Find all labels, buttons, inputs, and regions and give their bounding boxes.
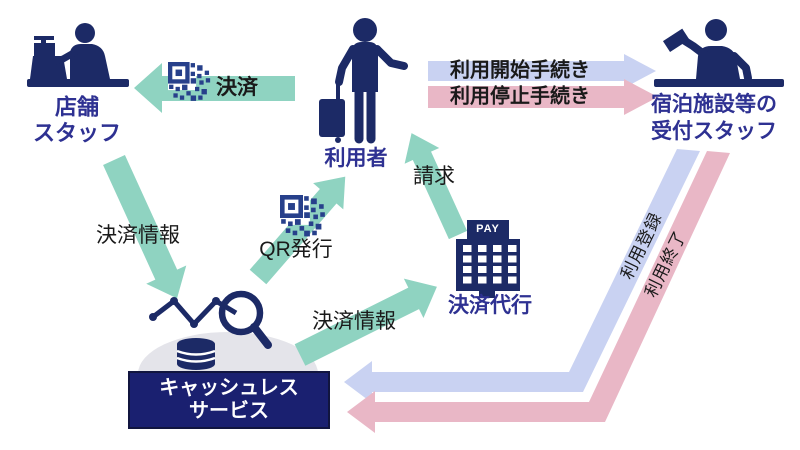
qr-code-issue-icon xyxy=(280,195,325,237)
arrow-billing xyxy=(404,133,468,240)
cashless-service-box: キャッシュレス サービス xyxy=(128,371,330,429)
store-staff-label-line2: スタッフ xyxy=(32,120,122,146)
cashier-icon xyxy=(27,23,129,87)
cashless-service-label-line2: サービス xyxy=(189,400,269,422)
user-label: 利用者 xyxy=(324,146,388,170)
arrow-usage-end xyxy=(347,151,730,433)
reception-label-line2: 受付スタッフ xyxy=(651,119,777,143)
arrow-usage-register xyxy=(344,149,700,403)
traveler-icon xyxy=(319,18,408,144)
arrow-payment-info-store xyxy=(103,155,187,299)
flow-qr-issue-label: QR発行 xyxy=(259,237,333,261)
arrow-payment-info-agent xyxy=(294,278,437,366)
payment-agent-label: 決済代行 xyxy=(448,293,532,317)
arrow-usage-stop xyxy=(428,79,658,115)
qr-code-payment-icon xyxy=(168,62,211,101)
cashless-service-label-line1: キャッシュレス xyxy=(159,377,299,399)
flow-usage-start-label: 利用開始手続き xyxy=(450,59,590,82)
database-icon xyxy=(176,338,216,370)
flow-payment-info-store-label: 決済情報 xyxy=(96,223,180,247)
receptionist-icon xyxy=(654,19,784,87)
arrow-payment xyxy=(134,63,295,113)
flow-payment-label: 決済 xyxy=(216,75,258,99)
store-staff-label-line1: 店舗 xyxy=(54,94,100,120)
arrow-usage-start xyxy=(428,54,656,88)
pay-building-icon xyxy=(456,220,520,298)
flow-usage-stop-label: 利用停止手続き xyxy=(450,85,590,108)
flow-billing-label: 請求 xyxy=(413,164,455,188)
analytics-magnifier-icon xyxy=(149,290,272,370)
reception-label-line1: 宿泊施設等の xyxy=(651,92,777,116)
arrow-qr-issue xyxy=(249,176,346,285)
flow-payment-info-agent-label: 決済情報 xyxy=(312,309,396,333)
pay-building-sign: PAY xyxy=(476,223,500,235)
